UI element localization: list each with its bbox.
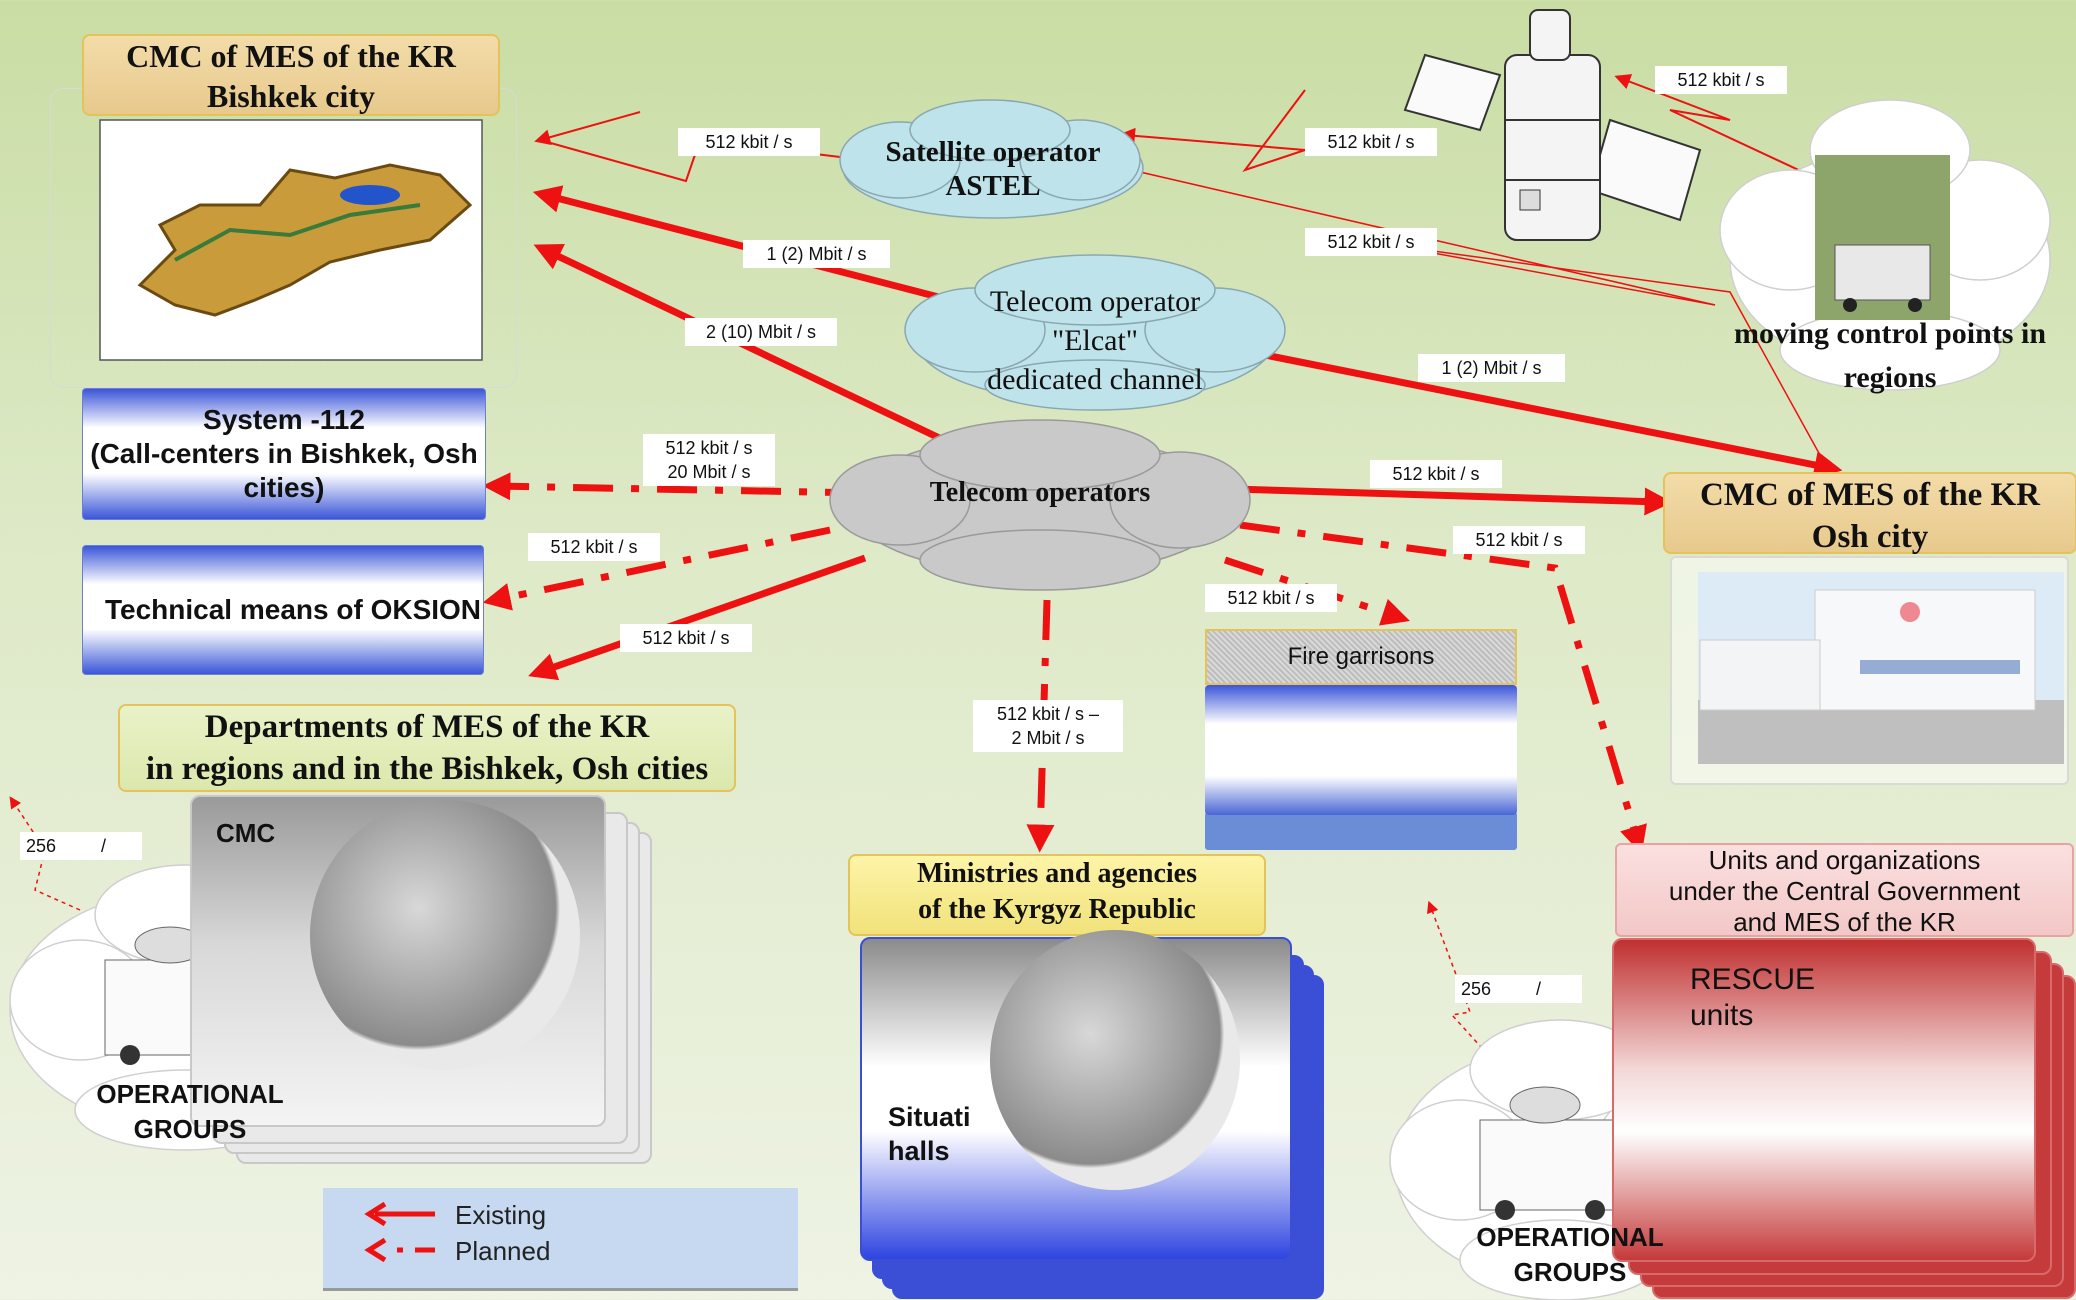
- moving-points-label: moving control points in regions: [1734, 317, 2046, 394]
- link-label-departments: 512 kbit / s: [620, 624, 752, 652]
- rescue-label: RESCUE units: [1690, 963, 1816, 1032]
- cmc-osh-frame: [1670, 556, 2069, 785]
- arrow-planned-units: [1239, 521, 1647, 855]
- link-label-opgroups-left: 256 /: [20, 832, 142, 860]
- legend-existing-arrow-icon: [364, 1202, 435, 1226]
- link-label-telecom-bishkek: 2 (10) Mbit / s: [685, 318, 837, 346]
- fire-stack: [1205, 812, 1517, 850]
- arrow-planned-system112: [482, 472, 866, 501]
- link-label-elcat-bishkek: 1 (2) Mbit / s: [743, 240, 890, 268]
- zigzag-satellite-astel: [1119, 89, 1306, 172]
- control-room-image-left: [310, 800, 580, 1070]
- arrow-telecom-osh: [1199, 484, 1673, 516]
- arrow-planned-oksion: [482, 526, 831, 611]
- ministries-title: Ministries and agencies of the Kyrgyz Re…: [848, 854, 1266, 936]
- link-label-sat-astel: 512 kbit / s: [1305, 128, 1437, 156]
- cloud-astel: [839, 99, 1144, 219]
- link-label-oksion: 512 kbit / s: [528, 533, 660, 561]
- kyrgyzstan-map: [99, 119, 483, 361]
- arrow-head-to-bishkek: [534, 111, 641, 146]
- control-room-image-center: [990, 930, 1240, 1190]
- link-label-fire: 512 kbit / s: [1205, 584, 1337, 612]
- units-title: Units and organizations under the Centra…: [1615, 843, 2074, 937]
- cmc-label: CMC: [216, 818, 276, 848]
- satellite-operator-label: Satellite operator ASTEL: [885, 136, 1101, 202]
- system112-box: System -112 (Call-centers in Bishkek, Os…: [82, 388, 486, 520]
- fire-garrisons-title: Fire garrisons: [1205, 629, 1517, 685]
- link-label-ministries: 512 kbit / s – 2 Mbit / s: [973, 700, 1123, 752]
- cloud-telecom: [829, 419, 1251, 591]
- rescue-stack-front: [1612, 938, 2036, 1262]
- thin-osh-zig: [1389, 244, 1821, 456]
- moving-point-image: [1815, 155, 1950, 320]
- link-label-opgroups-right: 256 /: [1455, 975, 1582, 1003]
- arrow-elcat-osh: [1264, 351, 1843, 479]
- cloud-elcat: [904, 254, 1286, 411]
- oksion-box: Technical means of OKSION: [82, 545, 484, 675]
- link-label-elcat-osh: 1 (2) Mbit / s: [1418, 354, 1565, 382]
- legend-existing-label: Existing: [455, 1200, 547, 1230]
- link-label-units: 512 kbit / s: [1453, 526, 1585, 554]
- op-groups-right-label: OPERATIONAL GROUPS: [1476, 1222, 1664, 1287]
- arrow-telecom-departments: [528, 554, 867, 681]
- thin-opgroups-left: [9, 796, 81, 911]
- fire-box: [1205, 685, 1517, 815]
- satellite-icon: [1403, 9, 1702, 241]
- departments-title: Departments of MES of the KR in regions …: [118, 704, 736, 792]
- link-label-system112: 512 kbit / s 20 Mbit / s: [643, 434, 775, 486]
- telecom-operators-label: Telecom operators: [929, 477, 1151, 508]
- cmc-bishkek-title: CMC of MES of the KR Bishkek city: [82, 34, 500, 116]
- link-label-moving-sat: 512 kbit / s: [1655, 66, 1787, 94]
- arrow-telecom-bishkek: [533, 243, 977, 459]
- link-label-astel-osh: 512 kbit / s: [1305, 228, 1437, 256]
- legend: Existing Planned: [323, 1188, 798, 1291]
- cmc-bishkek-frame: [50, 88, 517, 388]
- situation-halls-label: Situati halls: [888, 1102, 971, 1166]
- legend-planned-label: Planned: [455, 1236, 551, 1266]
- link-label-astel-bishkek: 512 kbit / s: [678, 128, 820, 156]
- telecom-elcat-label: Telecom operator "Elcat" dedicated chann…: [987, 285, 1203, 396]
- zigzag-moving-satellite: [1614, 74, 1821, 181]
- cmc-osh-title: CMC of MES of the KR Osh city: [1663, 472, 2076, 555]
- legend-planned-arrow-icon: [364, 1238, 435, 1262]
- link-label-telecom-osh: 512 kbit / s: [1370, 460, 1502, 488]
- op-groups-left-label: OPERATIONAL GROUPS: [96, 1079, 284, 1144]
